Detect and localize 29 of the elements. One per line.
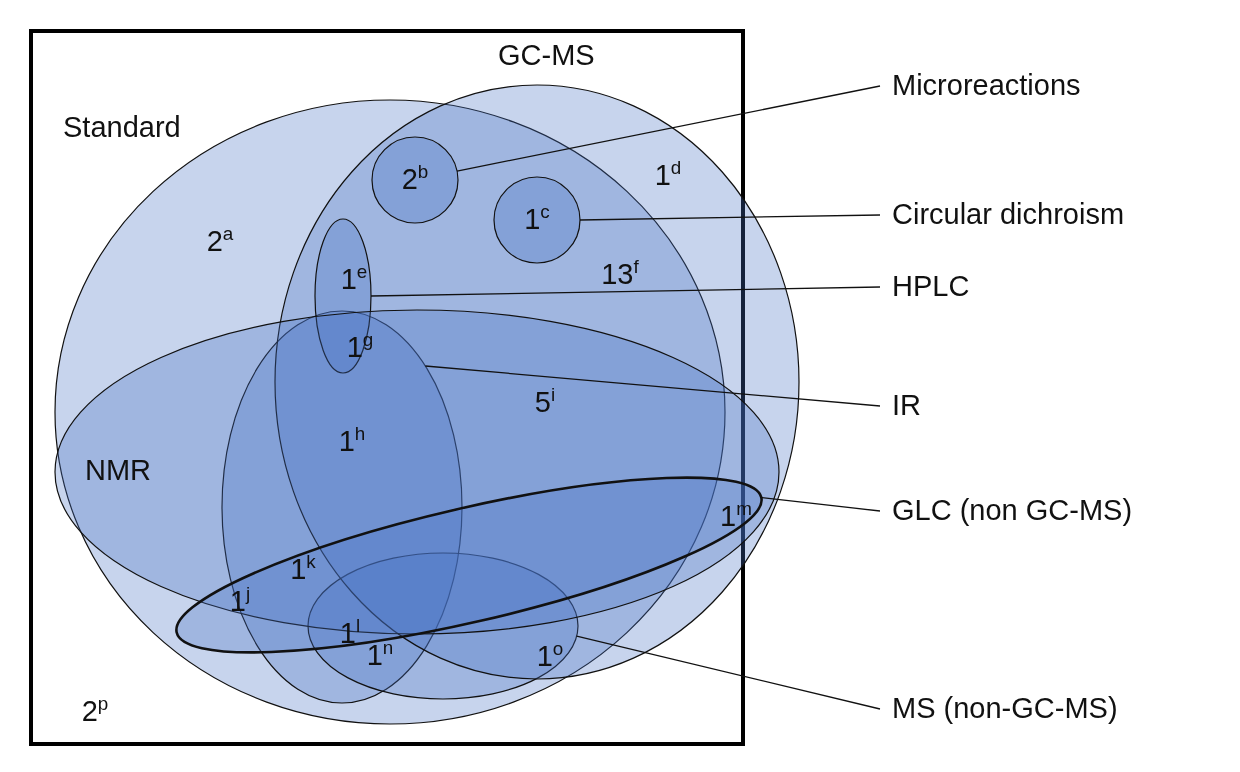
region-count: 5$^{i}$ — [534, 387, 556, 419]
leader-line — [370, 286, 881, 297]
callout-label: Microreactions — [892, 69, 1081, 101]
region-count: 1$^{h}$ — [338, 426, 366, 458]
region-count: 13$^{f}$ — [601, 259, 639, 291]
callout-label: Circular dichroism — [892, 198, 1125, 230]
callout-label: HPLC — [892, 270, 970, 302]
region-count: 1$^{g}$ — [346, 332, 374, 364]
set-label: Standard — [63, 112, 181, 144]
region-count: 2$^{b}$ — [401, 164, 429, 196]
region-count: 1$^{o}$ — [536, 641, 564, 673]
region-count: 1$^{c}$ — [524, 204, 550, 236]
region-count: 2$^{p}$ — [81, 696, 109, 728]
leader-line — [456, 85, 881, 172]
region-count: 1$^{j}$ — [229, 586, 251, 618]
region-count: 1$^{m}$ — [720, 501, 752, 533]
callout-label: GLC (non GC-MS) — [892, 494, 1133, 526]
region-count: 1$^{e}$ — [340, 264, 368, 296]
callout-label: IR — [892, 389, 921, 421]
region-count: 1$^{d}$ — [654, 160, 682, 192]
leader-line — [576, 635, 881, 710]
region-count: 2$^{a}$ — [206, 226, 234, 258]
callout-label: MS (non-GC-MS) — [892, 692, 1118, 724]
leader-line — [579, 214, 881, 221]
region-count: 1$^{n}$ — [366, 640, 394, 672]
set-label: NMR — [85, 455, 152, 487]
region-count: 1$^{k}$ — [290, 554, 316, 586]
leader-line — [424, 365, 881, 407]
set-label: GC-MS — [498, 40, 595, 72]
